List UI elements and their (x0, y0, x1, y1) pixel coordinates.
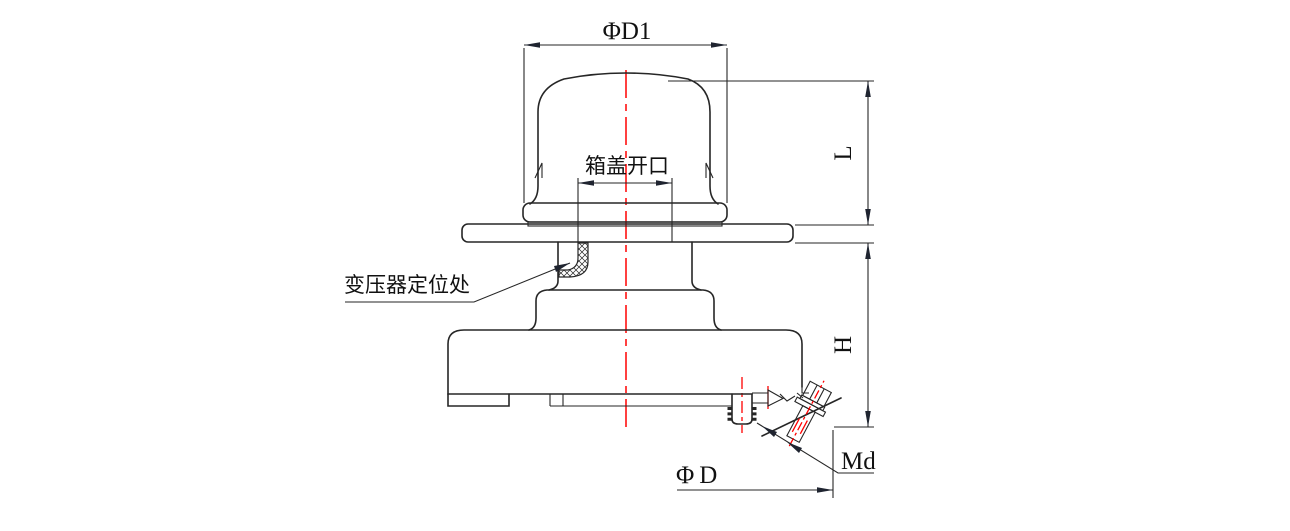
dim-opening-lines (577, 178, 673, 242)
dim-d-lines (677, 430, 834, 498)
dim-d1-arrow-left (524, 42, 540, 48)
cap-dome-outline (529, 72, 719, 205)
locating-gasket-hatched (558, 242, 589, 278)
dim-d1-label: ΦD1 (603, 18, 652, 45)
md-arrow-2 (787, 442, 802, 453)
bolt-centerline (788, 380, 825, 447)
dim-d-label: ΦD (676, 462, 722, 489)
dim-l-lines (668, 80, 874, 226)
dim-d-arrow (817, 487, 833, 493)
dim-d1-lines (523, 44, 728, 203)
chamfer-face (761, 397, 842, 437)
dim-opening-arrow-right (656, 180, 672, 186)
dim-l-label: L (830, 145, 857, 160)
cap-right-clip (705, 162, 714, 179)
drain-bolt-assembly (786, 380, 833, 447)
locating-leader (345, 262, 571, 303)
middle-step (528, 289, 722, 331)
locating-label: 变压器定位处 (344, 273, 470, 297)
dim-opening-arrow-left (578, 180, 594, 186)
neck-right (691, 241, 702, 291)
bottom-foot-left (447, 393, 510, 407)
dim-h-lines (795, 242, 874, 428)
spout-body (752, 392, 768, 404)
cap-left-clip (534, 162, 543, 179)
tank-cover-plate (461, 223, 794, 243)
dim-l-arrow-top (865, 81, 871, 97)
dim-d1-arrow-right (711, 42, 727, 48)
locating-arrow (554, 263, 570, 272)
dim-h-arrow-bottom (865, 411, 871, 427)
cap-flange (522, 202, 728, 223)
md-leader (756, 422, 874, 474)
bolt-hex-facets (809, 384, 825, 404)
bottom-band (549, 394, 732, 407)
lower-body (447, 329, 803, 395)
md-arrow-1 (762, 426, 777, 437)
corner-tabs (779, 392, 804, 402)
dim-h-label: H (830, 336, 857, 354)
dim-l-arrow-bottom (865, 209, 871, 225)
dim-h-arrow-top (865, 243, 871, 259)
ground-stud (731, 393, 753, 425)
md-label: Md (841, 448, 876, 475)
body-right-step (801, 387, 809, 394)
spout-arrow (767, 389, 785, 407)
bolt-thread-red-marks (791, 418, 808, 435)
dim-opening-label: 箱盖开口 (585, 154, 669, 178)
